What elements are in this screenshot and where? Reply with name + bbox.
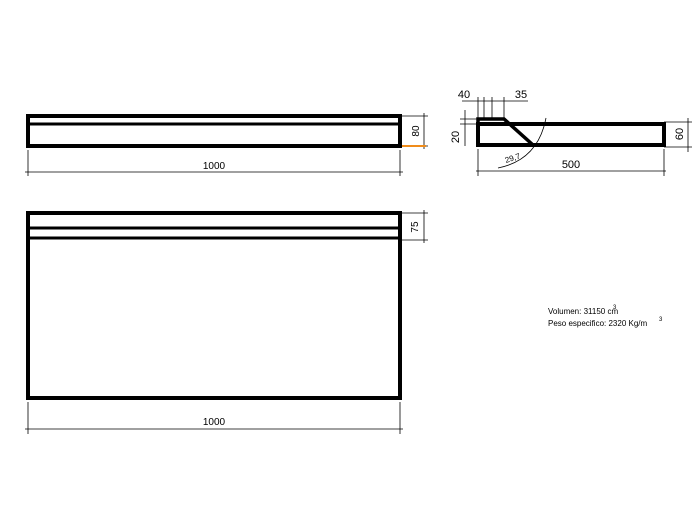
front-view-length-dimension: 1000 xyxy=(25,402,403,434)
section-height-right-label: 60 xyxy=(674,128,686,140)
material-notes: Volumen: 31150 cm 3 Peso especifico: 232… xyxy=(548,305,663,328)
section-dim-right-label: 35 xyxy=(515,89,527,101)
front-view-outline xyxy=(26,211,402,400)
section-dim-left-label: 40 xyxy=(458,89,470,101)
weight-label: Peso especifico: 2320 Kg/m xyxy=(548,319,648,328)
section-top-dimensions: 40 35 xyxy=(458,89,528,119)
section-width-label: 500 xyxy=(562,159,580,171)
volume-superscript: 3 xyxy=(613,305,617,311)
section-body xyxy=(476,122,666,147)
front-view-height-label: 75 xyxy=(410,221,421,233)
section-width-dimension: 500 xyxy=(476,149,666,176)
section-left-height-dimension: 20 xyxy=(450,110,478,146)
weight-superscript: 3 xyxy=(659,317,663,323)
volume-label: Volumen: 31150 cm xyxy=(548,307,618,316)
angle-label: 29,7 xyxy=(504,151,522,165)
top-view-outline xyxy=(26,114,402,148)
front-view-length-label: 1000 xyxy=(203,417,226,428)
top-view-length-label: 1000 xyxy=(203,161,226,172)
top-view-length-dimension: 1000 xyxy=(25,150,403,176)
top-view-height-label: 80 xyxy=(411,125,422,137)
front-view-height-dimension: 75 xyxy=(400,210,428,243)
top-view: 80 1000 xyxy=(25,113,428,176)
top-view-height-dimension: 80 xyxy=(400,113,428,149)
section-right-height-dimension: 60 xyxy=(664,118,692,152)
section-view: 29,7 40 35 20 60 xyxy=(450,89,692,176)
section-height-left-label: 20 xyxy=(450,131,462,143)
angle-arc xyxy=(497,117,547,169)
front-view: 75 1000 xyxy=(25,210,428,434)
